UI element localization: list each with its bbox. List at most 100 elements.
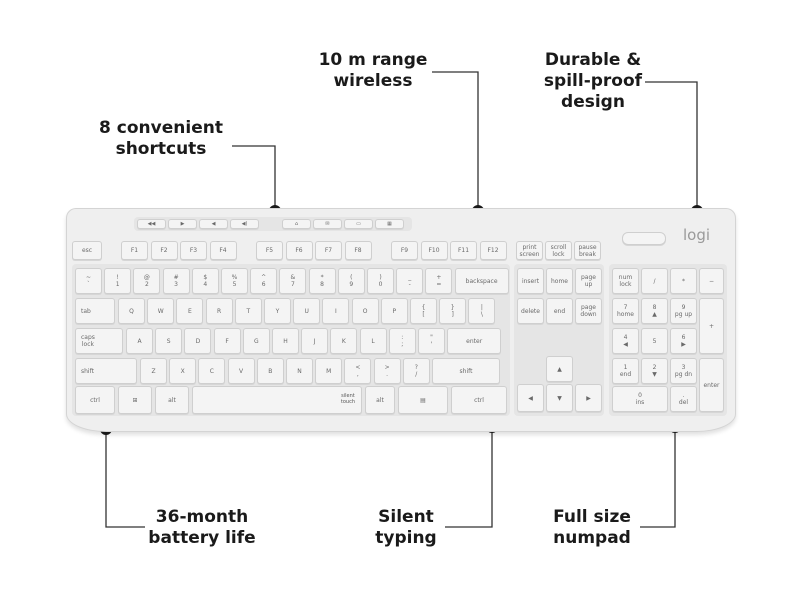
key-caps-lock[interactable]: caps lock xyxy=(75,328,123,354)
key-num-2[interactable]: 2 ▼ xyxy=(641,358,668,384)
key-alt-left[interactable]: alt xyxy=(155,386,189,414)
key--[interactable]: } ] xyxy=(439,298,467,324)
key-esc[interactable]: esc xyxy=(72,241,102,260)
key-pause-break[interactable]: pause break xyxy=(574,241,601,260)
key-n[interactable]: N xyxy=(286,358,313,384)
key-num-8[interactable]: 8 ▲ xyxy=(641,298,668,324)
shortcut-key-8[interactable]: ▦ xyxy=(375,219,404,229)
key-s[interactable]: S xyxy=(155,328,183,354)
key-f5[interactable]: F5 xyxy=(256,241,283,260)
key-d[interactable]: D xyxy=(184,328,212,354)
key-t[interactable]: T xyxy=(234,298,262,324)
key--3[interactable]: # 3 xyxy=(162,268,190,294)
key-ctrl-right[interactable]: ctrl xyxy=(451,386,507,414)
key-num-5[interactable]: 5 xyxy=(641,328,668,354)
key--9[interactable]: ( 9 xyxy=(337,268,365,294)
key-arrow-down[interactable]: ▼ xyxy=(546,384,573,412)
key-l[interactable]: L xyxy=(359,328,387,354)
shortcut-key-3[interactable]: ◀ xyxy=(199,219,228,229)
key-u[interactable]: U xyxy=(293,298,321,324)
key-enter[interactable]: enter xyxy=(447,328,502,354)
key-p[interactable]: P xyxy=(380,298,408,324)
key-q[interactable]: Q xyxy=(118,298,145,324)
key-ctrl-left[interactable]: ctrl xyxy=(75,386,115,414)
key-num-3[interactable]: 3 pg dn xyxy=(670,358,697,384)
key-num-divide[interactable]: / xyxy=(641,268,668,294)
key--8[interactable]: * 8 xyxy=(308,268,336,294)
key-x[interactable]: X xyxy=(169,358,197,384)
key--4[interactable]: $ 4 xyxy=(191,268,219,294)
key-f4[interactable]: F4 xyxy=(209,241,237,260)
key-f12[interactable]: F12 xyxy=(479,241,507,260)
key--[interactable]: { [ xyxy=(410,298,437,324)
key--[interactable]: + = xyxy=(425,268,453,294)
key-num-enter[interactable]: enter xyxy=(699,358,724,412)
key-f1[interactable]: F1 xyxy=(121,241,148,260)
key-page-down[interactable]: page down xyxy=(575,298,602,324)
shortcut-key-1[interactable]: ◀◀ xyxy=(137,219,166,229)
key-delete[interactable]: delete xyxy=(517,298,544,324)
key-num-9[interactable]: 9 pg up xyxy=(670,298,697,324)
key--[interactable]: > . xyxy=(373,358,401,384)
key-f11[interactable]: F11 xyxy=(450,241,477,260)
key--[interactable]: : ; xyxy=(388,328,416,354)
shortcut-key-6[interactable]: ✉ xyxy=(313,219,342,229)
key-e[interactable]: E xyxy=(176,298,204,324)
shortcut-key-5[interactable]: ⌂ xyxy=(282,219,311,229)
key-print-screen[interactable]: print screen xyxy=(516,241,543,260)
key-f[interactable]: F xyxy=(213,328,241,354)
key-m[interactable]: M xyxy=(315,358,343,384)
key-insert[interactable]: insert xyxy=(517,268,544,294)
key-num-6[interactable]: 6 ▶ xyxy=(670,328,697,354)
key-v[interactable]: V xyxy=(227,358,255,384)
key--[interactable]: ~ ` xyxy=(75,268,102,294)
key-tab[interactable]: tab xyxy=(75,298,115,324)
shortcut-key-4[interactable]: ◀) xyxy=(230,219,259,229)
key-k[interactable]: K xyxy=(330,328,358,354)
key--2[interactable]: @ 2 xyxy=(133,268,161,294)
key-g[interactable]: G xyxy=(242,328,270,354)
key--6[interactable]: ^ 6 xyxy=(250,268,278,294)
key-space[interactable]: silent touch xyxy=(192,386,362,414)
key-w[interactable]: W xyxy=(147,298,175,324)
key--1[interactable]: ! 1 xyxy=(104,268,132,294)
key-windows[interactable]: ⊞ xyxy=(118,386,152,414)
key-i[interactable]: I xyxy=(322,298,350,324)
key-page-up[interactable]: page up xyxy=(575,268,602,294)
key-arrow-up[interactable]: ▲ xyxy=(546,356,573,382)
key-f2[interactable]: F2 xyxy=(150,241,178,260)
key-arrow-left[interactable]: ◀ xyxy=(517,384,544,412)
key---[interactable]: _ - xyxy=(396,268,424,294)
key-end[interactable]: end xyxy=(546,298,573,324)
key-num-plus[interactable]: + xyxy=(699,298,724,354)
key--[interactable]: ? / xyxy=(402,358,430,384)
key--[interactable]: < , xyxy=(344,358,372,384)
key--0[interactable]: ) 0 xyxy=(367,268,394,294)
key-o[interactable]: O xyxy=(351,298,379,324)
key--7[interactable]: & 7 xyxy=(279,268,307,294)
key-num-decimal[interactable]: . del xyxy=(670,386,697,412)
key-c[interactable]: C xyxy=(198,358,226,384)
key-num-1[interactable]: 1 end xyxy=(612,358,639,384)
key-num-lock[interactable]: num lock xyxy=(612,268,639,294)
shortcut-key-7[interactable]: ▭ xyxy=(344,219,373,229)
key--5[interactable]: % 5 xyxy=(221,268,248,294)
key--[interactable]: | \ xyxy=(468,298,496,324)
key-shift-left[interactable]: shift xyxy=(75,358,137,384)
key-r[interactable]: R xyxy=(205,298,233,324)
key-f9[interactable]: F9 xyxy=(391,241,418,260)
key--[interactable]: " ' xyxy=(418,328,445,354)
key-f10[interactable]: F10 xyxy=(420,241,448,260)
key-num-0[interactable]: 0 ins xyxy=(612,386,668,412)
key-j[interactable]: J xyxy=(301,328,329,354)
key-arrow-right[interactable]: ▶ xyxy=(575,384,602,412)
key-menu[interactable]: ▤ xyxy=(398,386,448,414)
key-h[interactable]: H xyxy=(272,328,299,354)
key-f8[interactable]: F8 xyxy=(344,241,372,260)
key-f7[interactable]: F7 xyxy=(315,241,342,260)
key-a[interactable]: A xyxy=(126,328,153,354)
key-num-minus[interactable]: − xyxy=(699,268,724,294)
key-scroll-lock[interactable]: scroll lock xyxy=(545,241,572,260)
key-b[interactable]: B xyxy=(256,358,284,384)
key-num-multiply[interactable]: * xyxy=(670,268,697,294)
